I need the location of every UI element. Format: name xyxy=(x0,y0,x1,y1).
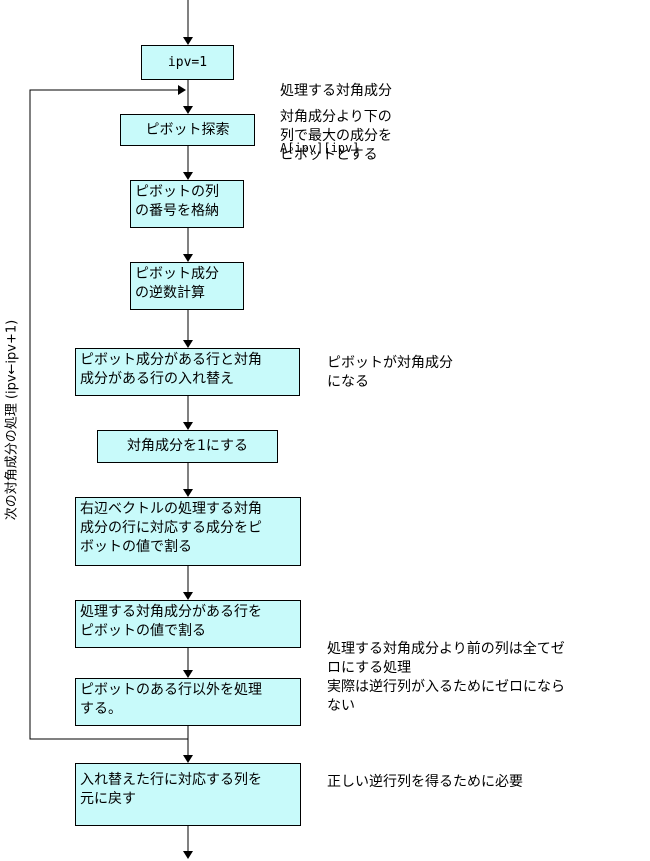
loop-label-text: 次の対角成分の処理 (ipv←ipv+1) xyxy=(4,319,20,521)
step-rhs-divide: 右辺ベクトルの処理する対角 成分の行に対応する成分をピ ボットの値で割る xyxy=(75,497,301,566)
step-swap-rows: ピボット成分がある行と対角 成分がある行の入れ替え xyxy=(75,348,300,396)
step-restore-columns: 入れ替えた行に対応する列を 元に戻す xyxy=(75,763,301,826)
note-pivot-search: 対角成分より下の 列で最大の成分を ピボットとする xyxy=(280,109,392,163)
note-init-line1: 処理する対角成分 xyxy=(280,83,392,99)
step-init: ipv=1 xyxy=(141,45,234,80)
note-init-line2: A[ipv][ipv] xyxy=(280,141,360,155)
note-restore: 正しい逆行列を得るために必要 xyxy=(327,774,523,790)
step-store-pivot-column: ピボットの列 の番号を格納 xyxy=(130,180,244,228)
loop-back-line xyxy=(29,85,188,740)
loop-label: 次の対角成分の処理 (ipv←ipv+1) xyxy=(0,295,20,545)
note-other-rows: 処理する対角成分より前の列は全てゼ ロにする処理 実際は逆行列が入るためにゼロに… xyxy=(327,641,565,714)
step-pivot-search: ピボット探索 xyxy=(120,114,255,146)
step-inverse-pivot: ピボット成分 の逆数計算 xyxy=(130,262,244,310)
step-process-other-rows: ピボットのある行以外を処理 する。 xyxy=(75,678,301,726)
note-swap: ピボットが対角成分 になる xyxy=(327,355,453,390)
step-row-divide: 処理する対角成分がある行を ピボットの値で割る xyxy=(75,600,301,648)
step-set-diagonal-one: 対角成分を1にする xyxy=(97,430,278,463)
note-init: 処理する対角成分 A[ipv][ipv] xyxy=(280,44,392,196)
